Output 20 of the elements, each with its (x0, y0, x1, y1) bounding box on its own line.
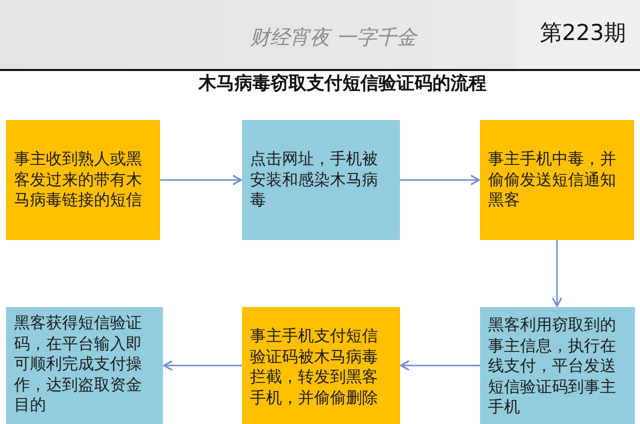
box-text: 点击网址，手机被安装和感染木马病毒 (250, 149, 379, 211)
process-box (242, 120, 400, 240)
process-box (6, 120, 160, 240)
box-text: 黑客获得短信验证码，在平台输入即可顺利完成支付操作，达到盗取资金目的 (14, 313, 143, 416)
process-box (6, 307, 163, 424)
process-box (480, 120, 634, 240)
process-box (480, 307, 635, 424)
flow-arrow (400, 174, 480, 186)
issue-number: 第223期 (540, 21, 626, 48)
box-text: 黑客利用窃取到的事主信息，执行在线支付，平台发送短信验证码到事主手机 (488, 315, 617, 418)
box-text: 事主手机支付短信验证码被木马病毒拦截，转发到黑客手机，并偷偷删除 (250, 326, 379, 408)
tagline-text: 财经宵夜 一字千金 (250, 25, 416, 49)
diagram-title: 木马病毒窃取支付短信验证码的流程 (197, 72, 488, 96)
flow-arrow (400, 360, 480, 371)
flow-arrow (160, 174, 242, 186)
process-box (242, 307, 400, 424)
flow-arrow (163, 360, 242, 371)
flow-arrow (552, 240, 562, 307)
box-text: 事主收到熟人或黑客发过来的带有木马病毒链接的短信 (14, 149, 143, 211)
box-text: 事主手机中毒，并偷偷发送短信通知黑客 (488, 149, 617, 211)
